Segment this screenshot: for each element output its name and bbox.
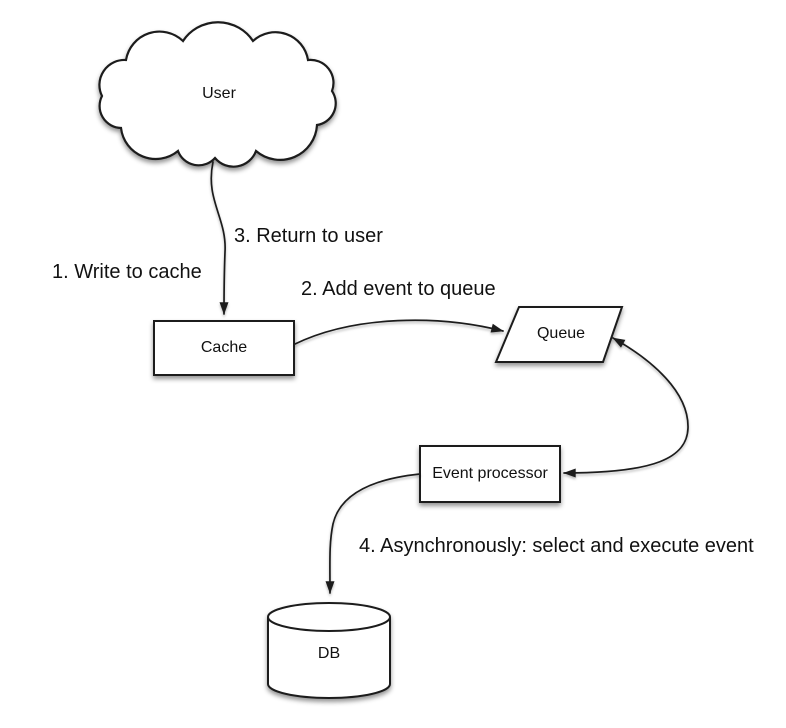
step-label-add-event-to-queue: 2. Add event to queue (301, 278, 496, 300)
node-label-db: DB (317, 645, 341, 662)
cache-box (153, 320, 295, 376)
edge-cache-to-queue (294, 319, 504, 345)
step-label-write-to-cache: 1. Write to cache (52, 261, 202, 283)
node-label-cache: Cache (200, 339, 248, 356)
user-cloud-shape (98, 21, 337, 168)
db-cylinder-top (267, 602, 391, 632)
db-cylinder-body (267, 617, 391, 699)
node-label-event-processor: Event processor (432, 465, 548, 482)
edge-user-to-cache (210, 161, 229, 315)
node-label-queue: Queue (536, 325, 586, 342)
db-cylinder (267, 602, 391, 699)
edge-queue-event-processor (563, 337, 689, 478)
step-label-async-select-execute: 4. Asynchronously: select and execute ev… (359, 535, 754, 557)
node-shapes (98, 21, 624, 699)
node-label-user: User (202, 85, 236, 102)
edge-event-processor-to-db (325, 473, 421, 594)
event-processor-box (419, 445, 561, 503)
edges (210, 161, 689, 594)
step-label-return-to-user: 3. Return to user (234, 225, 383, 247)
